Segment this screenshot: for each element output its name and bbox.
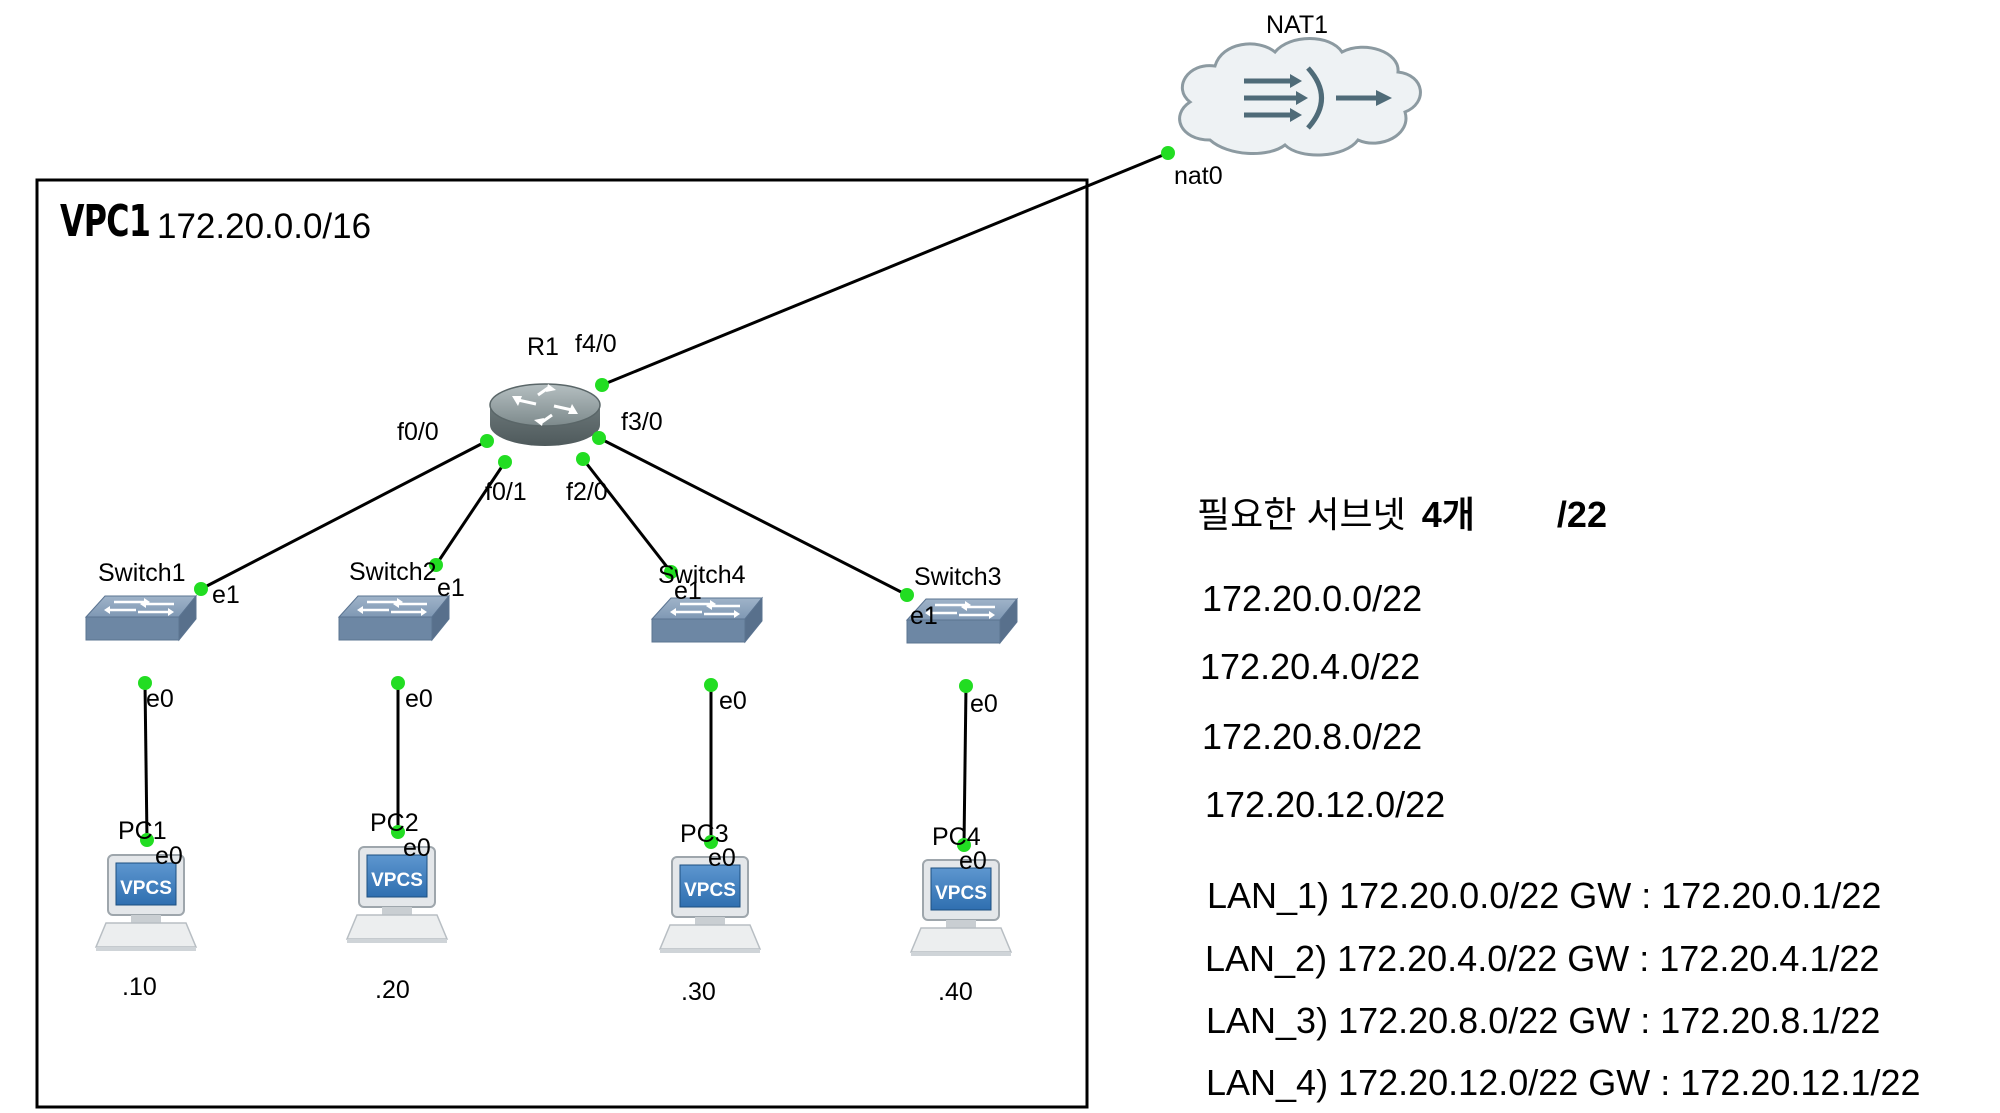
switch4-label: Switch4: [658, 561, 746, 589]
pc3-badge: VPCS: [684, 880, 736, 901]
pc2-badge: VPCS: [371, 870, 423, 891]
f2-0-port-label: f2/0: [566, 478, 608, 506]
subnet-1: 172.20.0.0/22: [1202, 578, 1423, 619]
port-dot-pc3-e0: [704, 835, 718, 849]
link-r1-switch4: [581, 458, 673, 573]
link-r1-switch1: [200, 439, 488, 591]
pc4-badge: VPCS: [935, 883, 987, 904]
links: [143, 151, 1169, 846]
port-dot-pc1-e0: [140, 833, 154, 847]
port-dot-nat0: [1161, 146, 1175, 160]
subnet-count: 4개: [1421, 494, 1475, 535]
switch2-icon[interactable]: [337, 594, 451, 642]
link-endpoints: [138, 146, 1175, 852]
switch1-e0-label: e0: [146, 685, 174, 713]
link-switch1-pc1: [143, 682, 149, 841]
port-dot-f4-0: [595, 378, 609, 392]
port-dot-f0-0: [480, 434, 494, 448]
pc4-e0-label: e0: [959, 847, 987, 875]
f4-0-port-label: f4/0: [575, 330, 617, 358]
port-dot-switch2-e0: [391, 676, 405, 690]
port-dot-pc4-e0: [957, 838, 971, 852]
vpc-title: VPC1: [60, 196, 151, 247]
pc2-icon[interactable]: [346, 846, 448, 944]
switch4-e1-label: e1: [674, 577, 702, 605]
port-dot-f3-0: [592, 431, 606, 445]
lan-4-line: LAN_4) 172.20.12.0/22 GW : 172.20.12.1/2…: [1206, 1062, 1921, 1103]
f3-0-port-label: f3/0: [621, 408, 663, 436]
switch3-e1-label: e1: [910, 602, 938, 630]
pc3-host-ip: .30: [681, 978, 716, 1006]
switch3-label: Switch3: [914, 563, 1002, 591]
switch3-e0-label: e0: [970, 690, 998, 718]
pc1-e0-label: e0: [155, 842, 183, 870]
nat-cloud[interactable]: [1178, 37, 1422, 157]
port-dot-f0-1: [498, 455, 512, 469]
pc1-label: PC1: [118, 817, 167, 845]
switch1-e1-label: e1: [212, 581, 240, 609]
link-r1-switch2: [434, 461, 507, 566]
nat1-label: NAT1: [1266, 11, 1328, 39]
vpc-cidr: 172.20.0.0/16: [157, 207, 372, 246]
pc4-label: PC4: [932, 823, 981, 851]
lan-1-line: LAN_1) 172.20.0.0/22 GW : 172.20.0.1/22: [1207, 875, 1882, 916]
f0-1-port-label: f0/1: [485, 478, 527, 506]
subnet-mask: /22: [1556, 494, 1607, 535]
link-r1-nat: [601, 151, 1169, 387]
pc2-host-ip: .20: [375, 976, 410, 1004]
nat0-port-label: nat0: [1174, 162, 1223, 190]
pc2-e0-label: e0: [403, 834, 431, 862]
pc1-host-ip: .10: [122, 973, 157, 1001]
router-r1[interactable]: [489, 383, 601, 446]
subnet-heading: 필요한 서브넷: [1197, 494, 1406, 535]
pc1-badge: VPCS: [120, 878, 172, 899]
link-switch3-pc4: [962, 685, 968, 846]
port-dot-switch1-e1: [194, 582, 208, 596]
link-r1-switch3: [598, 436, 908, 597]
subnet-4: 172.20.12.0/22: [1205, 784, 1446, 825]
lan-2-line: LAN_2) 172.20.4.0/22 GW : 172.20.4.1/22: [1205, 938, 1880, 979]
lan-3-line: LAN_3) 172.20.8.0/22 GW : 172.20.8.1/22: [1206, 1000, 1881, 1041]
subnet-2: 172.20.4.0/22: [1200, 646, 1421, 687]
router-r1-label: R1: [527, 333, 559, 361]
port-dot-f2-0: [576, 452, 590, 466]
switch1-label: Switch1: [98, 559, 186, 587]
port-dot-switch4-e0: [704, 678, 718, 692]
switch2-e1-label: e1: [437, 574, 465, 602]
port-dot-switch4-e1: [664, 565, 678, 579]
subnet-3: 172.20.8.0/22: [1202, 716, 1423, 757]
port-dot-switch1-e0: [138, 676, 152, 690]
subnet-requirement: 필요한 서브넷 4개 /22: [1197, 486, 1607, 538]
f0-0-port-label: f0/0: [397, 418, 439, 446]
switch2-label: Switch2: [349, 558, 437, 586]
port-dot-pc2-e0: [391, 825, 405, 839]
port-dot-switch3-e0: [959, 679, 973, 693]
vpc-boundary: [35, 178, 1089, 1109]
switch1-icon[interactable]: [84, 594, 198, 642]
switch2-e0-label: e0: [405, 685, 433, 713]
switch4-e0-label: e0: [719, 687, 747, 715]
pc2-label: PC2: [370, 809, 419, 837]
pc4-host-ip: .40: [938, 978, 973, 1006]
port-dot-switch2-e1: [429, 558, 443, 572]
switch4-icon[interactable]: [650, 596, 764, 644]
pc3-label: PC3: [680, 820, 729, 848]
port-dot-switch3-e1: [900, 588, 914, 602]
pc3-e0-label: e0: [708, 844, 736, 872]
